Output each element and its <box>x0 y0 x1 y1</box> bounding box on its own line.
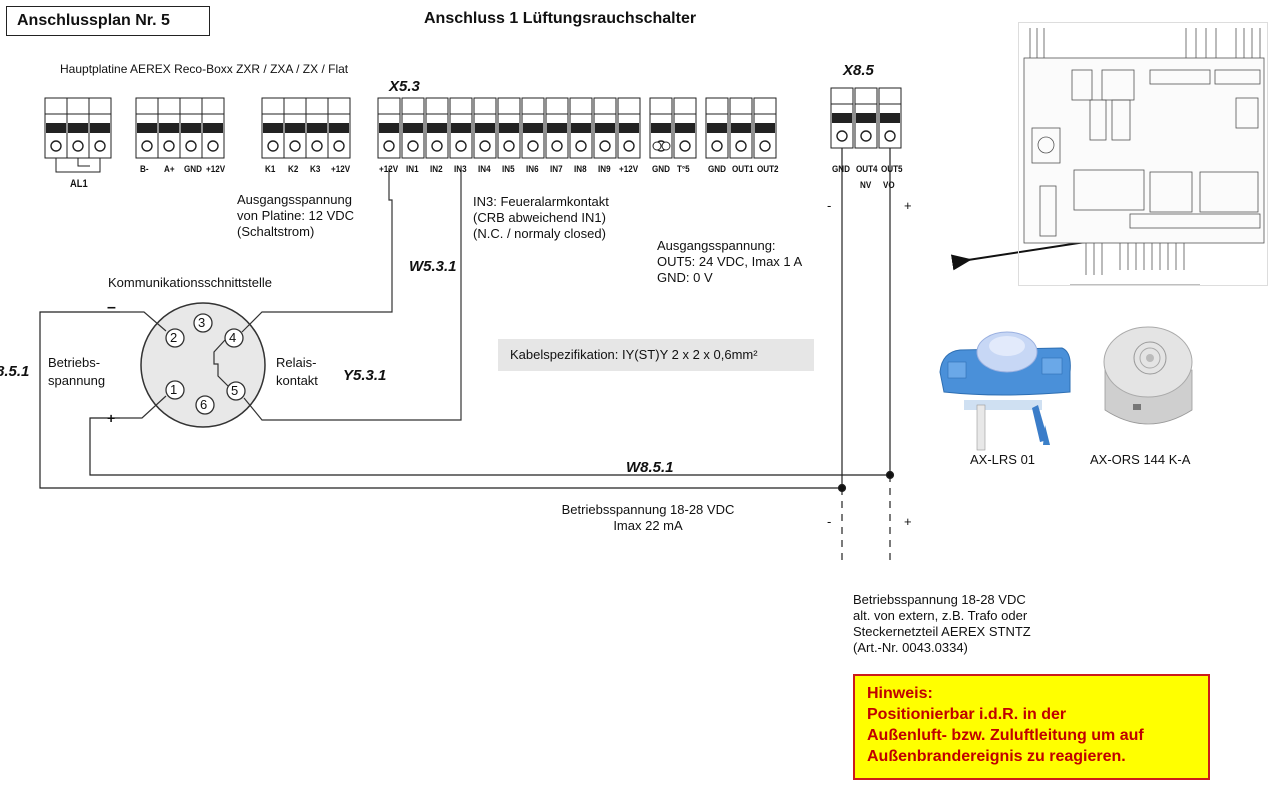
terminal-k-label: +12V <box>331 164 351 175</box>
main-title: Anschluss 1 Lüftungsrauchschalter <box>424 10 697 27</box>
terminal-bus-label: A+ <box>164 164 175 175</box>
product-label-lrs: AX-LRS 01 <box>970 452 1036 467</box>
power-wires <box>39 148 895 565</box>
polarity-plus: + <box>904 514 912 529</box>
hint-line: Außenluft- bzw. Zuluftleitung um auf <box>867 727 1144 744</box>
hint-line: Außenbrandereignis zu reagieren. <box>867 748 1126 765</box>
cable-w531-label: W5.3.1 <box>409 258 457 275</box>
terminal-output-label: GND <box>708 164 726 175</box>
terminal-x53-label: IN6 <box>526 164 539 175</box>
terminal-k-label: K2 <box>288 164 299 175</box>
terminal-bus-label: +12V <box>206 164 226 175</box>
pin-label: 5 <box>231 383 239 398</box>
supply-voltage-label: Betriebs- spannung <box>48 355 106 388</box>
note-supply-external: Betriebsspannung 18-28 VDC alt. von exte… <box>853 592 1031 655</box>
sensor-connector-drawing <box>120 168 462 428</box>
terminal-k-label: K3 <box>310 164 321 175</box>
pin-label: 1 <box>170 382 178 397</box>
terminal-output-label: OUT2 <box>757 164 779 175</box>
terminal-x53-label: IN5 <box>502 164 515 175</box>
pin-label: 4 <box>229 330 237 345</box>
hint-title: Hinweis: <box>867 685 933 702</box>
product-ax-ors144-image <box>1103 326 1193 425</box>
terminal-x85-label: GND <box>832 164 850 175</box>
hint-box: Hinweis: Positionierbar i.d.R. in der Au… <box>853 674 1210 780</box>
sensor-minus-mark: – <box>107 299 116 316</box>
terminal-x53-label: IN7 <box>550 164 563 175</box>
terminal-block-temperature <box>649 97 697 159</box>
terminal-x85-label: OUT5 <box>881 164 903 175</box>
polarity-minus: - <box>827 198 832 213</box>
note-supply-internal: Betriebsspannung 18-28 VDC Imax 22 mA <box>561 502 735 533</box>
sensor-plus-mark: + <box>107 410 116 426</box>
plan-number-box: Anschlussplan Nr. 5 <box>6 6 210 36</box>
board-schematic <box>1023 28 1265 286</box>
pin-label: 6 <box>200 397 208 412</box>
note-output-voltage-out5: Ausgangsspannung: OUT5: 24 VDC, Imax 1 A… <box>657 238 803 285</box>
terminal-x53-label: IN2 <box>430 164 443 175</box>
terminal-bus-label: GND <box>184 164 202 175</box>
terminal-block-al1 <box>44 97 112 173</box>
terminal-bus-label: B- <box>140 164 149 175</box>
terminal-output-label: OUT1 <box>732 164 754 175</box>
note-output-voltage-board: Ausgangsspannung von Platine: 12 VDC (Sc… <box>237 192 355 239</box>
terminal-x53-label: IN4 <box>478 164 491 175</box>
terminal-temperature-label: GND <box>652 164 670 175</box>
terminal-x85-sub-label: VO <box>883 180 895 191</box>
terminal-block-x85 <box>830 87 902 149</box>
terminal-x53-label: IN8 <box>574 164 587 175</box>
sensor-y531-label: Y5.3.1 <box>343 367 387 384</box>
board-image-frame <box>1018 22 1268 286</box>
connector-x53-label: X5.3 <box>389 78 420 95</box>
terminal-block-bus <box>135 97 225 159</box>
pin-label: 3 <box>198 315 206 330</box>
terminal-block-relays <box>261 97 351 159</box>
terminal-x53-label: +12V <box>379 164 399 175</box>
terminal-x53-label: IN1 <box>406 164 419 175</box>
terminal-x85-label: OUT4 <box>856 164 878 175</box>
terminal-al1-label: AL1 <box>70 178 88 190</box>
terminal-k-label: K1 <box>265 164 276 175</box>
pin-label: 2 <box>170 330 178 345</box>
polarity-minus: - <box>827 514 832 529</box>
terminal-x53-label: IN3 <box>454 164 467 175</box>
communication-interface-label: Kommunikationsschnittstelle <box>108 275 273 290</box>
polarity-plus: + <box>904 198 912 213</box>
cable-w851-cut-label: 8.5.1 <box>0 363 30 380</box>
product-label-ors: AX-ORS 144 K-A <box>1090 452 1191 467</box>
hint-line: Positionierbar i.d.R. in der <box>867 706 1067 723</box>
terminal-block-x53 <box>377 97 641 159</box>
board-title: Hauptplatine AEREX Reco-Boxx ZXR / ZXA /… <box>60 62 349 76</box>
cable-w851-label: W8.5.1 <box>626 459 674 476</box>
cable-spec-box: Kabelspezifikation: IY(ST)Y 2 x 2 x 0,6m… <box>498 339 814 371</box>
product-ax-lrs01-image <box>939 331 1071 451</box>
relay-contact-label: Relais- kontakt <box>276 355 318 388</box>
terminal-block-outputs <box>705 97 777 159</box>
connector-x85-label: X8.5 <box>843 62 874 79</box>
terminal-x53-label: IN9 <box>598 164 611 175</box>
note-in3-fire-alarm: IN3: Feueralarmkontakt (CRB abweichend I… <box>473 194 609 241</box>
terminal-temperature-label: T°5 <box>677 164 690 175</box>
terminal-x53-label: +12V <box>619 164 639 175</box>
terminal-x85-sub-label: NV <box>860 180 872 191</box>
